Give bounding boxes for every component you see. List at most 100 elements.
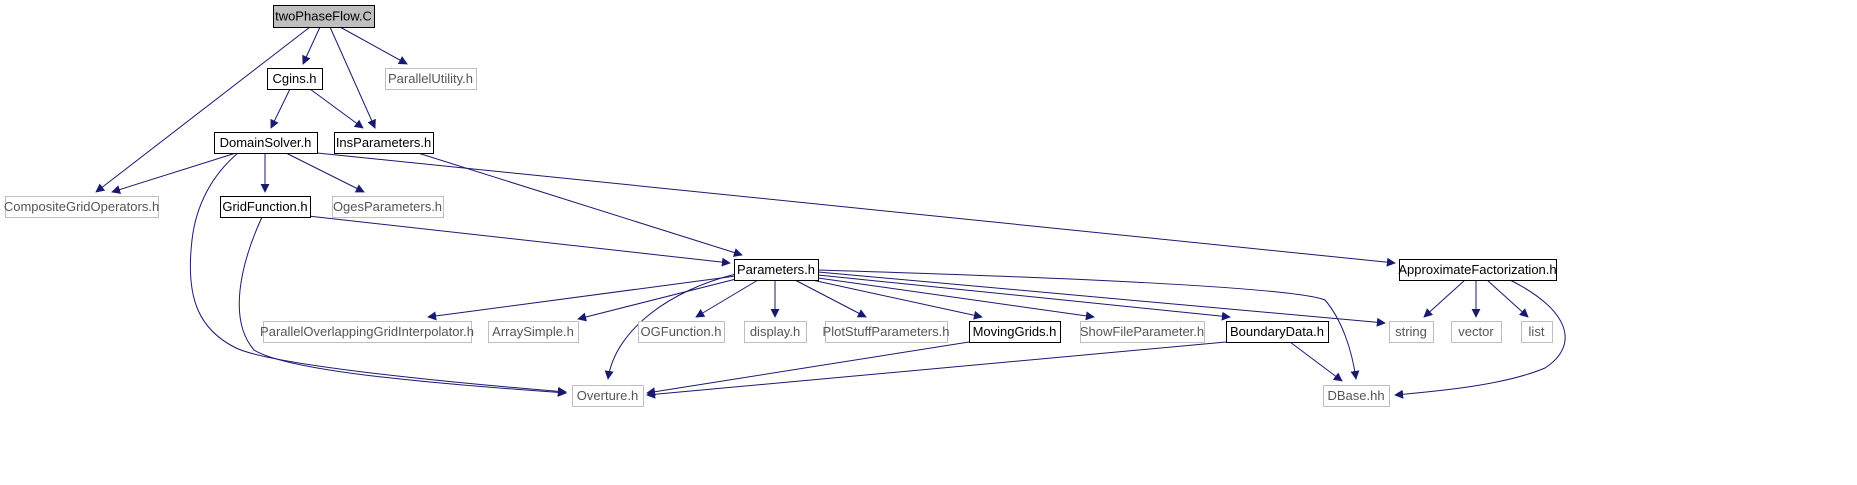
- node-list: list: [1521, 321, 1553, 343]
- node-vector: vector: [1451, 321, 1502, 343]
- edge-GridFunction-to-Parameters: [307, 215, 731, 267]
- edge-Parameters-to-MovingGrids: [811, 279, 983, 320]
- node-label: InsParameters.h: [336, 135, 431, 150]
- node-DomainSolver[interactable]: DomainSolver.h: [214, 132, 318, 154]
- node-GridFunction[interactable]: GridFunction.h: [220, 196, 311, 218]
- node-box: [385, 68, 477, 90]
- node-box: [1323, 385, 1390, 407]
- edge-BoundaryData-to-Overture: [646, 341, 1227, 399]
- edge-Parameters-to-ArraySimple: [577, 277, 741, 322]
- edge-twoPhaseFlow-to-ParallelUtility: [339, 26, 408, 65]
- edge-Parameters-to-string: [817, 271, 1386, 327]
- node-box: [220, 196, 311, 218]
- node-twoPhaseFlow[interactable]: twoPhaseFlow.C: [273, 5, 375, 28]
- node-CompositeGridOperators: CompositeGridOperators.h: [4, 196, 159, 218]
- node-box: [825, 321, 948, 343]
- node-InsParameters[interactable]: InsParameters.h: [334, 132, 434, 154]
- node-DBase: DBase.hh: [1323, 385, 1390, 407]
- node-box: [1389, 321, 1434, 343]
- node-box: [572, 385, 644, 407]
- edge-ApproximateFactorization-to-list: [1486, 279, 1529, 318]
- edge-DomainSolver-to-ApproximateFactorization: [316, 152, 1396, 267]
- node-label: OgesParameters.h: [333, 199, 442, 214]
- edge-Parameters-to-DBase: [817, 269, 1360, 380]
- node-OgesParameters: OgesParameters.h: [332, 196, 444, 218]
- node-label: CompositeGridOperators.h: [4, 199, 159, 214]
- node-label: Cgins.h: [272, 71, 316, 86]
- node-label: ArraySimple.h: [492, 324, 574, 339]
- node-BoundaryData[interactable]: BoundaryData.h: [1226, 321, 1329, 343]
- nodes-layer: twoPhaseFlow.C Cgins.h ParallelUtility.hDo…: [4, 5, 1557, 407]
- node-Overture: Overture.h: [572, 385, 644, 407]
- node-Parameters[interactable]: Parameters.h: [734, 259, 819, 281]
- edge-Cgins-to-InsParameters: [309, 88, 364, 129]
- node-ParallelUtility: ParallelUtility.h: [385, 68, 477, 90]
- node-ParallelOverlappingGridInterpolator: ParallelOverlappingGridInterpolator.h: [260, 321, 474, 343]
- node-box: [5, 196, 159, 218]
- node-box: [1399, 259, 1557, 281]
- node-display: display.h: [744, 321, 807, 343]
- node-box: [273, 5, 375, 28]
- node-label: ParallelUtility.h: [388, 71, 473, 86]
- node-label: ApproximateFactorization.h: [1398, 262, 1556, 277]
- node-label: Overture.h: [577, 388, 638, 403]
- node-OGFunction: OGFunction.h: [638, 321, 725, 343]
- edge-Cgins-to-DomainSolver: [270, 88, 291, 129]
- edge-twoPhaseFlow-to-Cgins: [302, 26, 321, 65]
- node-label: string: [1395, 324, 1427, 339]
- node-Cgins[interactable]: Cgins.h: [267, 68, 323, 90]
- node-label: ShowFileParameter.h: [1080, 324, 1204, 339]
- edge-ApproximateFactorization-to-string: [1423, 279, 1466, 318]
- edge-Parameters-to-ParallelOverlappingGridInterpolator: [427, 275, 737, 321]
- node-label: GridFunction.h: [222, 199, 307, 214]
- edges-layer: [95, 26, 1566, 399]
- edge-Parameters-to-Overture: [604, 273, 737, 380]
- node-label: twoPhaseFlow.C: [275, 9, 372, 24]
- node-box: [332, 196, 444, 218]
- node-label: list: [1529, 324, 1545, 339]
- node-label: DBase.hh: [1327, 388, 1384, 403]
- node-MovingGrids[interactable]: MovingGrids.h: [969, 321, 1061, 343]
- node-ShowFileParameter: ShowFileParameter.h: [1080, 321, 1205, 343]
- node-box: [638, 321, 725, 343]
- edge-DomainSolver-to-CompositeGridOperators: [111, 152, 237, 194]
- node-box: [1080, 321, 1205, 343]
- node-box: [744, 321, 807, 343]
- edge-Parameters-to-OGFunction: [695, 279, 759, 318]
- node-label: display.h: [750, 324, 800, 339]
- node-box: [969, 321, 1061, 343]
- node-label: OGFunction.h: [641, 324, 722, 339]
- node-box: [734, 259, 819, 281]
- edge-MovingGrids-to-Overture: [646, 341, 970, 397]
- node-box: [488, 321, 579, 343]
- edge-ApproximateFactorization-to-DBase: [1394, 279, 1566, 399]
- node-label: ParallelOverlappingGridInterpolator.h: [260, 324, 474, 339]
- edge-Parameters-to-PlotStuffParameters: [794, 279, 867, 318]
- node-box: [1451, 321, 1502, 343]
- node-label: BoundaryData.h: [1230, 324, 1324, 339]
- node-ApproximateFactorization[interactable]: ApproximateFactorization.h: [1398, 259, 1557, 281]
- edge-twoPhaseFlow-to-InsParameters: [329, 26, 376, 129]
- node-box: [1521, 321, 1553, 343]
- edge-DomainSolver-to-Overture: [189, 152, 567, 396]
- node-box: [267, 68, 323, 90]
- node-label: MovingGrids.h: [973, 324, 1057, 339]
- node-label: vector: [1458, 324, 1494, 339]
- node-ArraySimple: ArraySimple.h: [488, 321, 579, 343]
- edge-BoundaryData-to-DBase: [1289, 341, 1343, 382]
- edge-GridFunction-to-Overture: [238, 216, 567, 397]
- node-label: PlotStuffParameters.h: [823, 324, 950, 339]
- node-box: [334, 132, 434, 154]
- edge-Parameters-to-BoundaryData: [817, 274, 1231, 321]
- node-box: [263, 321, 472, 343]
- edge-DomainSolver-to-OgesParameters: [285, 152, 365, 193]
- node-box: [214, 132, 318, 154]
- node-label: Parameters.h: [737, 262, 815, 277]
- node-box: [1226, 321, 1329, 343]
- edge-Parameters-to-ShowFileParameter: [817, 277, 1095, 321]
- node-PlotStuffParameters: PlotStuffParameters.h: [823, 321, 950, 343]
- edge-InsParameters-to-Parameters: [417, 152, 743, 257]
- edge-twoPhaseFlow-to-CompositeGridOperators: [95, 26, 311, 193]
- node-label: DomainSolver.h: [220, 135, 312, 150]
